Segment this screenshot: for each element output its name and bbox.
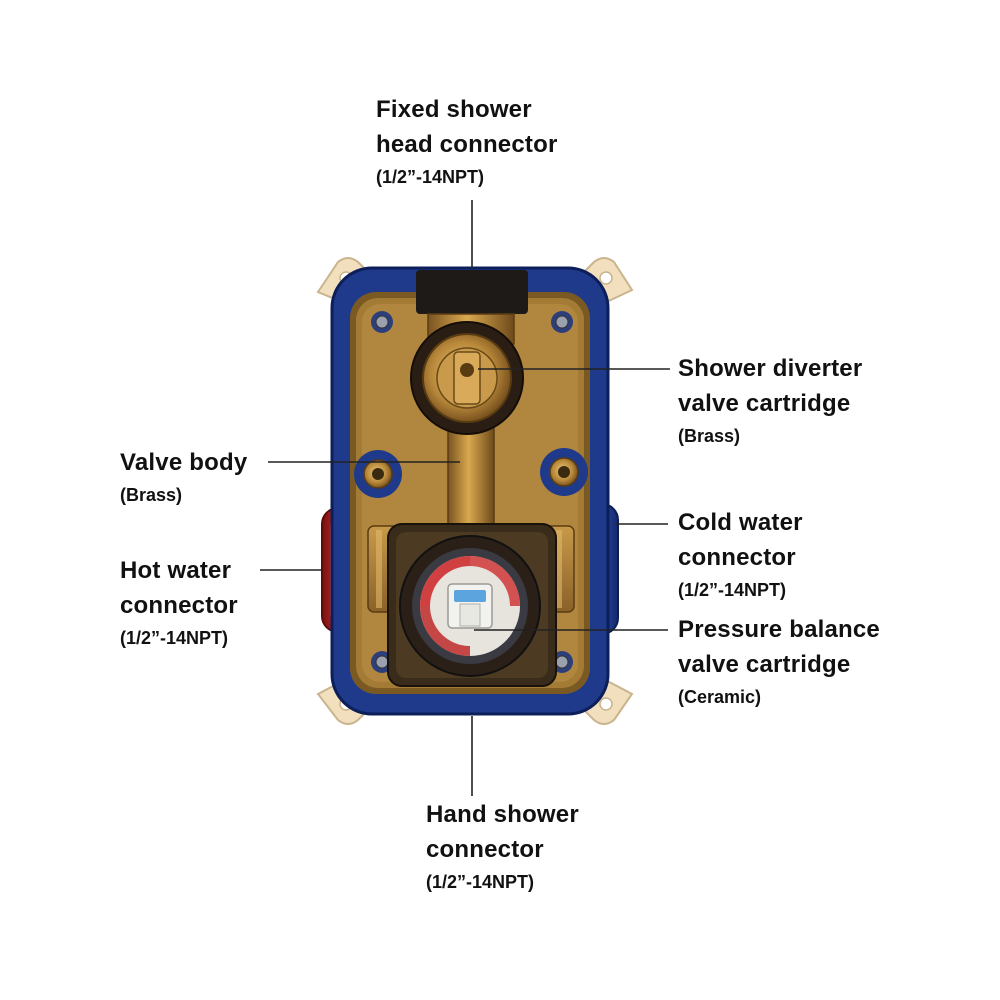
label-cold-water-spec: (1/2”-14NPT)	[678, 580, 787, 600]
label-fixed-shower-head-line1: Fixed shower	[376, 96, 532, 123]
pressure-balance-block	[387, 523, 557, 687]
screw-top-left	[371, 311, 393, 333]
label-cold-water: Cold water connector (1/2”-14NPT)	[678, 509, 803, 600]
label-cold-water-line2: connector	[678, 544, 796, 571]
screw-top-right	[551, 311, 573, 333]
label-hand-shower-line1: Hand shower	[426, 801, 579, 828]
label-shower-diverter-spec: (Brass)	[678, 426, 741, 446]
mounting-bushing-left	[354, 450, 402, 498]
label-fixed-shower-head: Fixed shower head connector (1/2”-14NPT)	[376, 96, 558, 187]
label-cold-water-line1: Cold water	[678, 509, 803, 536]
label-hand-shower: Hand shower connector (1/2”-14NPT)	[426, 801, 579, 892]
label-shower-diverter: Shower diverter valve cartridge (Brass)	[678, 355, 863, 446]
label-shower-diverter-line1: Shower diverter	[678, 355, 863, 382]
label-pressure-balance: Pressure balance valve cartridge (Cerami…	[678, 616, 880, 707]
label-valve-body-spec: (Brass)	[120, 485, 183, 505]
diverter-cartridge	[410, 321, 524, 435]
label-pressure-balance-line1: Pressure balance	[678, 616, 880, 643]
label-hot-water: Hot water connector (1/2”-14NPT)	[120, 557, 238, 648]
mounting-bushing-right	[540, 448, 588, 496]
label-shower-diverter-line2: valve cartridge	[678, 390, 851, 417]
label-pressure-balance-line2: valve cartridge	[678, 651, 851, 678]
label-valve-body: Valve body (Brass)	[120, 449, 248, 505]
label-valve-body-line1: Valve body	[120, 449, 248, 476]
label-hot-water-line1: Hot water	[120, 557, 232, 584]
label-pressure-balance-spec: (Ceramic)	[678, 687, 762, 707]
leader-lines	[260, 200, 670, 796]
label-hand-shower-spec: (1/2”-14NPT)	[426, 872, 535, 892]
label-fixed-shower-head-spec: (1/2”-14NPT)	[376, 167, 485, 187]
label-hand-shower-line2: connector	[426, 836, 544, 863]
label-hot-water-spec: (1/2”-14NPT)	[120, 628, 229, 648]
label-hot-water-line2: connector	[120, 592, 238, 619]
label-fixed-shower-head-line2: head connector	[376, 131, 558, 158]
